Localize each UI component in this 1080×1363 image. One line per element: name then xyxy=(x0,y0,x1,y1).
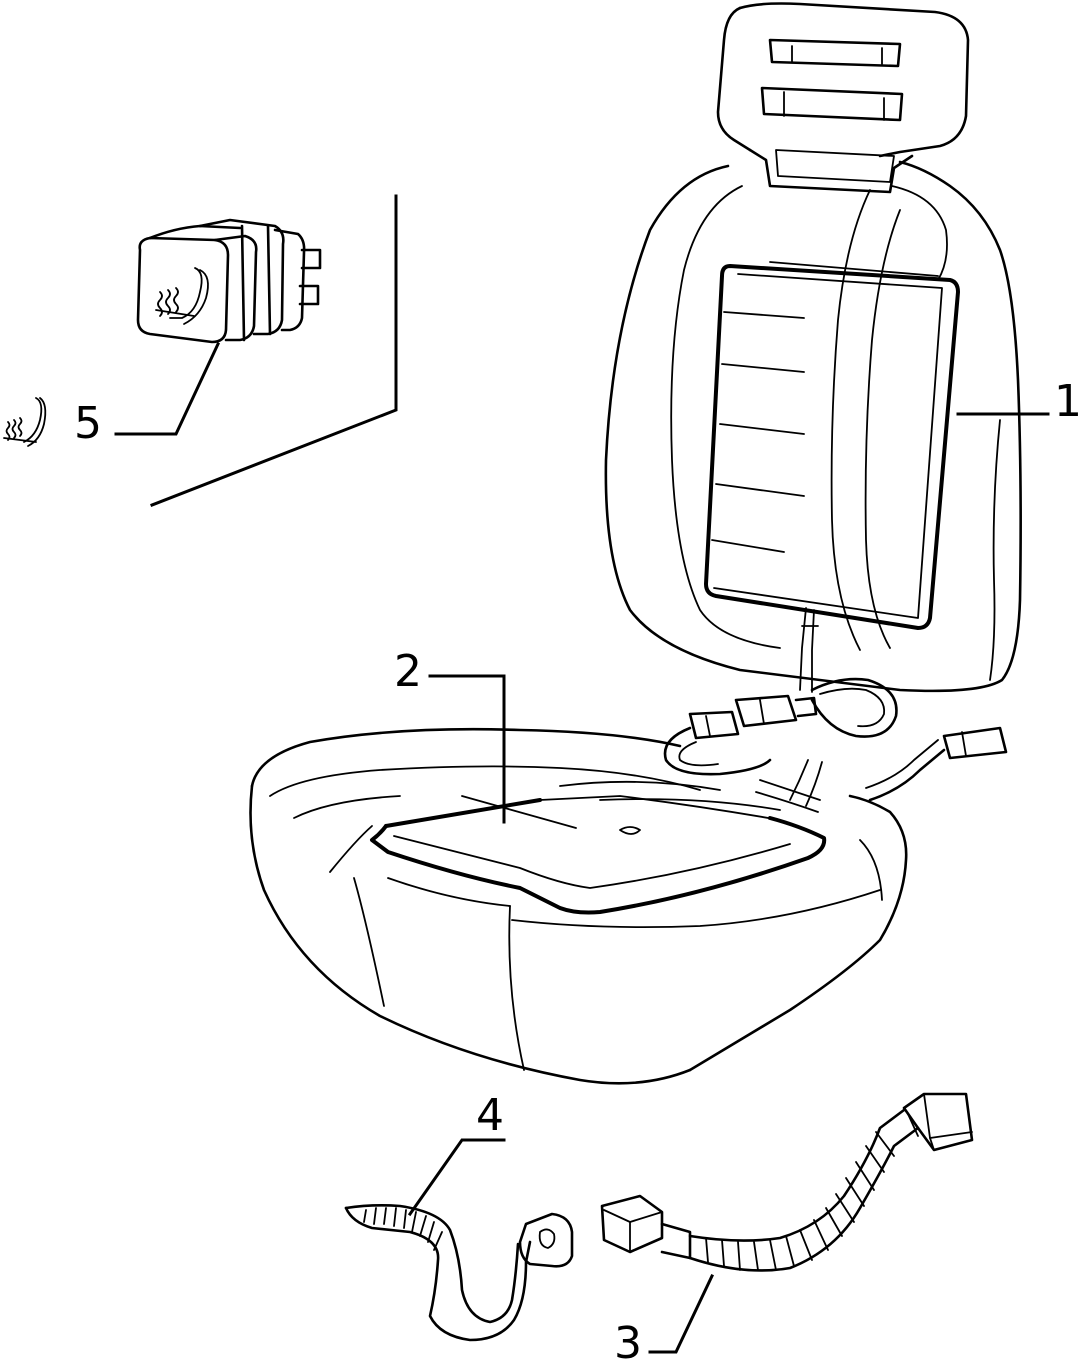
part-1-backrest-heating-pad xyxy=(704,261,960,693)
callout-2-label: 2 xyxy=(394,646,422,697)
switch-panel-divider xyxy=(150,194,398,507)
part-5-heated-seat-switch xyxy=(136,218,322,344)
callout-3: 3 xyxy=(614,1274,714,1363)
callout-5: 5 xyxy=(3,342,220,449)
part-2-cushion-heating-pad xyxy=(370,779,827,915)
part-3-wiring-adapter xyxy=(600,1092,974,1272)
seat-wiring-harness xyxy=(663,677,1008,807)
seat-backrest xyxy=(604,2,1022,693)
callout-1-label: 1 xyxy=(1054,376,1080,427)
seat-heater-symbol-icon xyxy=(3,397,47,447)
callout-5-label: 5 xyxy=(74,398,102,449)
callout-1: 1 xyxy=(956,376,1080,427)
heated-seat-switch-icon xyxy=(155,267,209,325)
callout-3-label: 3 xyxy=(614,1318,642,1363)
callout-4: 4 xyxy=(407,1090,506,1217)
callout-2: 2 xyxy=(394,646,506,824)
callout-4-label: 4 xyxy=(476,1090,504,1141)
seat-cushion xyxy=(249,727,908,1085)
part-4-ground-strap xyxy=(344,1204,574,1342)
